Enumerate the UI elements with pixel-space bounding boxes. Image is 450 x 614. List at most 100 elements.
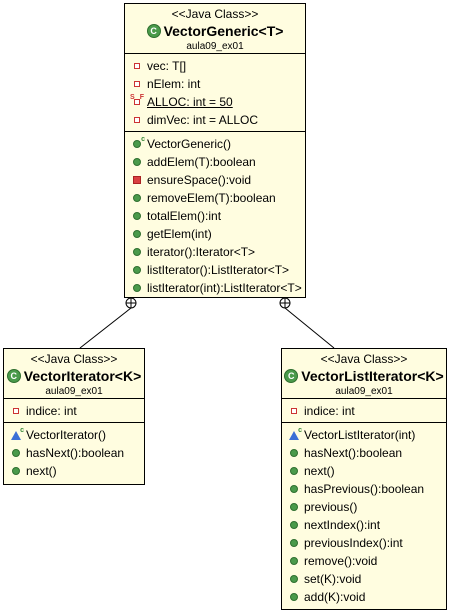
method-signature: next() [304,464,335,478]
method-signature: previousIndex():int [304,536,403,550]
public-method-icon [287,518,301,532]
method-row[interactable]: listIterator(int):ListIterator<T> [125,279,305,297]
field-row[interactable]: nElem: int [125,75,305,93]
method-signature: next() [26,464,57,478]
private-method-icon [130,173,144,187]
public-method-icon [287,590,301,604]
public-method-icon [287,464,301,478]
public-method-icon [130,209,144,223]
method-signature: nextIndex():int [304,518,381,532]
private-field-icon [130,113,144,127]
method-row[interactable]: next() [282,462,446,480]
method-row[interactable]: ensureSpace():void [125,171,305,189]
method-row[interactable]: iterator():Iterator<T> [125,243,305,261]
class-name-text: VectorListIterator<K> [301,368,444,384]
method-row[interactable]: previous() [282,498,446,516]
package-constructor-icon: c [9,427,24,442]
class-header: <<Java Class>> C VectorGeneric<T> aula09… [125,4,305,54]
class-package: aula09_ex01 [186,41,244,52]
constructor-icon: c [130,136,145,151]
method-row[interactable]: nextIndex():int [282,516,446,534]
class-box-vector-generic[interactable]: <<Java Class>> C VectorGeneric<T> aula09… [124,3,306,298]
method-signature: ensureSpace():void [147,173,252,187]
method-signature: VectorIterator() [26,428,107,442]
method-row[interactable]: previousIndex():int [282,534,446,552]
package-constructor-icon: c [287,427,302,442]
method-row[interactable]: add(K):void [282,588,446,606]
public-method-icon [9,464,23,478]
method-signature: hasNext():boolean [304,446,403,460]
public-method-icon [287,446,301,460]
method-row[interactable]: removeElem(T):boolean [125,189,305,207]
method-row[interactable]: next() [4,462,144,480]
method-signature: totalElem():int [147,209,222,223]
method-row[interactable]: remove():void [282,552,446,570]
class-name: C VectorGeneric<T> [125,22,305,40]
class-icon: C [146,24,161,38]
method-row[interactable]: addElem(T):boolean [125,153,305,171]
nesting-anchor-icon [125,297,137,309]
class-package: aula09_ex01 [45,386,103,397]
public-method-icon [130,191,144,205]
class-header: <<Java Class>> C VectorListIterator<K> a… [282,349,446,399]
class-name: C VectorIterator<K> [4,367,144,385]
method-row[interactable]: getElem(int) [125,225,305,243]
field-row[interactable]: indice: int [282,402,446,420]
public-method-icon [287,500,301,514]
method-row[interactable]: totalElem():int [125,207,305,225]
class-name: C VectorListIterator<K> [282,367,446,385]
method-signature: VectorListIterator(int) [304,428,416,442]
method-signature: VectorGeneric() [147,137,232,151]
method-signature: set(K):void [304,572,362,586]
class-package: aula09_ex01 [335,386,393,397]
field-declaration: vec: T[] [147,59,187,73]
method-row[interactable]: hasNext():boolean [4,444,144,462]
field-declaration: indice: int [304,404,355,418]
public-method-icon [287,536,301,550]
method-row[interactable]: hasNext():boolean [282,444,446,462]
method-signature: listIterator(int):ListIterator<T> [147,281,302,295]
method-signature: listIterator():ListIterator<T> [147,263,290,277]
public-method-icon [130,155,144,169]
method-signature: addElem(T):boolean [147,155,256,169]
class-stereotype: <<Java Class>> [171,7,259,21]
method-signature: previous() [304,500,358,514]
class-icon: C [284,369,299,383]
field-declaration: ALLOC: int = 50 [147,95,233,109]
method-row[interactable]: listIterator():ListIterator<T> [125,261,305,279]
class-name-text: VectorIterator<K> [23,368,142,384]
class-box-vector-iterator[interactable]: <<Java Class>> C VectorIterator<K> aula0… [3,348,145,485]
field-row[interactable]: dimVec: int = ALLOC [125,111,305,129]
class-box-vector-list-iterator[interactable]: <<Java Class>> C VectorListIterator<K> a… [281,348,447,610]
method-signature: getElem(int) [147,227,212,241]
class-stereotype: <<Java Class>> [320,352,408,366]
method-signature: iterator():Iterator<T> [147,245,256,259]
method-signature: removeElem(T):boolean [147,191,276,205]
method-row[interactable]: set(K):void [282,570,446,588]
public-method-icon [287,482,301,496]
field-row[interactable]: vec: T[] [125,57,305,75]
private-field-icon [287,404,301,418]
nesting-line-vector-iterator [79,307,132,349]
nesting-line-vector-list-iterator [284,307,335,349]
public-method-icon [287,572,301,586]
public-method-icon [130,281,144,295]
private-field-icon [130,59,144,73]
field-row[interactable]: indice: int [4,402,144,420]
public-method-icon [130,245,144,259]
method-signature: hasPrevious():boolean [304,482,425,496]
method-row[interactable]: hasPrevious():boolean [282,480,446,498]
class-stereotype: <<Java Class>> [30,352,118,366]
public-method-icon [287,554,301,568]
public-method-icon [130,227,144,241]
